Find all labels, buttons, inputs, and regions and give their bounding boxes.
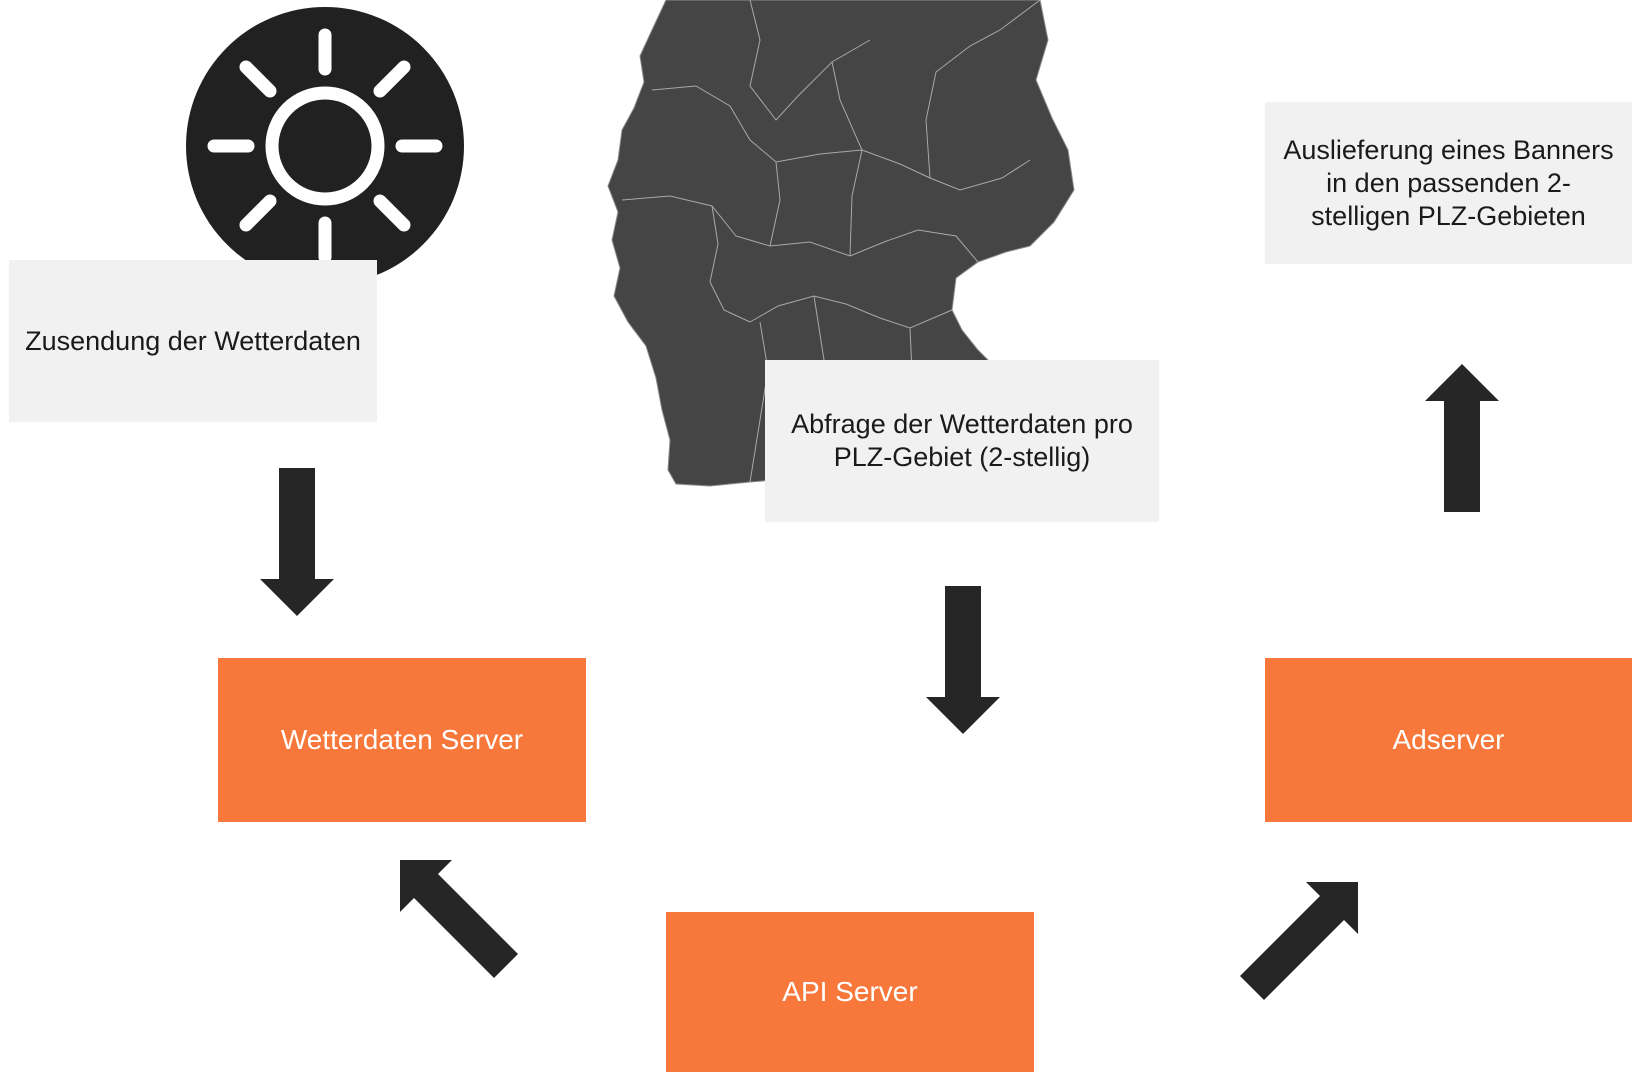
note-send-weather: Zusendung der Wetterdaten <box>9 260 377 422</box>
arrow-up-left-icon <box>400 860 518 978</box>
arrow-up-right-icon <box>1240 882 1358 1000</box>
sun-badge <box>186 7 464 285</box>
ad-server: Adserver <box>1265 658 1632 822</box>
sun-icon <box>186 7 464 285</box>
weather-data-server: Wetterdaten Server <box>218 658 586 822</box>
api-server: API Server <box>666 912 1034 1072</box>
note-deliver-banner: Auslieferung eines Banners in den passen… <box>1265 102 1632 264</box>
arrow-down-icon <box>260 468 334 616</box>
arrow-down-icon <box>926 586 1000 734</box>
note-query-weather: Abfrage der Wetterdaten pro PLZ-Gebiet (… <box>765 360 1159 522</box>
arrow-up-icon <box>1425 364 1499 512</box>
